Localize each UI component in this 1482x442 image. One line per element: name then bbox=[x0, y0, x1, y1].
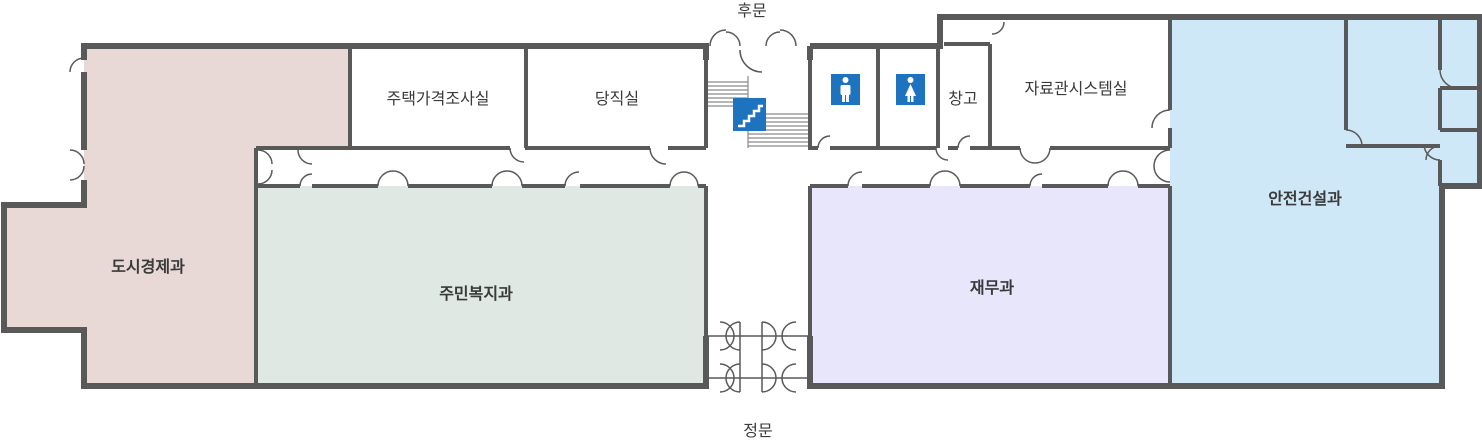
male-restroom-icon bbox=[831, 74, 860, 105]
doors bbox=[69, 21, 1459, 393]
room-anjeon-fill[interactable] bbox=[1170, 20, 1478, 383]
interior-walls bbox=[254, 20, 1478, 386]
female-restroom-icon bbox=[896, 74, 925, 105]
stairs-icon bbox=[733, 98, 766, 131]
main-entrance-label: 정문 bbox=[743, 421, 772, 440]
room-jumin-fill[interactable] bbox=[256, 186, 706, 383]
room-label-jumin: 주민복지과 bbox=[439, 284, 513, 303]
room-label-dosi: 도시경제과 bbox=[111, 257, 185, 276]
room-label-anjeon: 안전건설과 bbox=[1268, 189, 1342, 208]
room-label-jaryo: 자료관시스템실 bbox=[1024, 79, 1127, 98]
room-label-jaemu: 재무과 bbox=[970, 278, 1014, 297]
back-entrance-label: 후문 bbox=[737, 1, 766, 20]
room-label-dangjik: 당직실 bbox=[595, 89, 639, 108]
room-jaemu-fill[interactable] bbox=[810, 186, 1170, 383]
room-dosi-fill[interactable] bbox=[4, 46, 350, 383]
outer-wall-west bbox=[1, 14, 1482, 389]
room-label-jutaek: 주택가격조사실 bbox=[386, 89, 489, 108]
room-label-changgo: 창고 bbox=[948, 89, 977, 108]
